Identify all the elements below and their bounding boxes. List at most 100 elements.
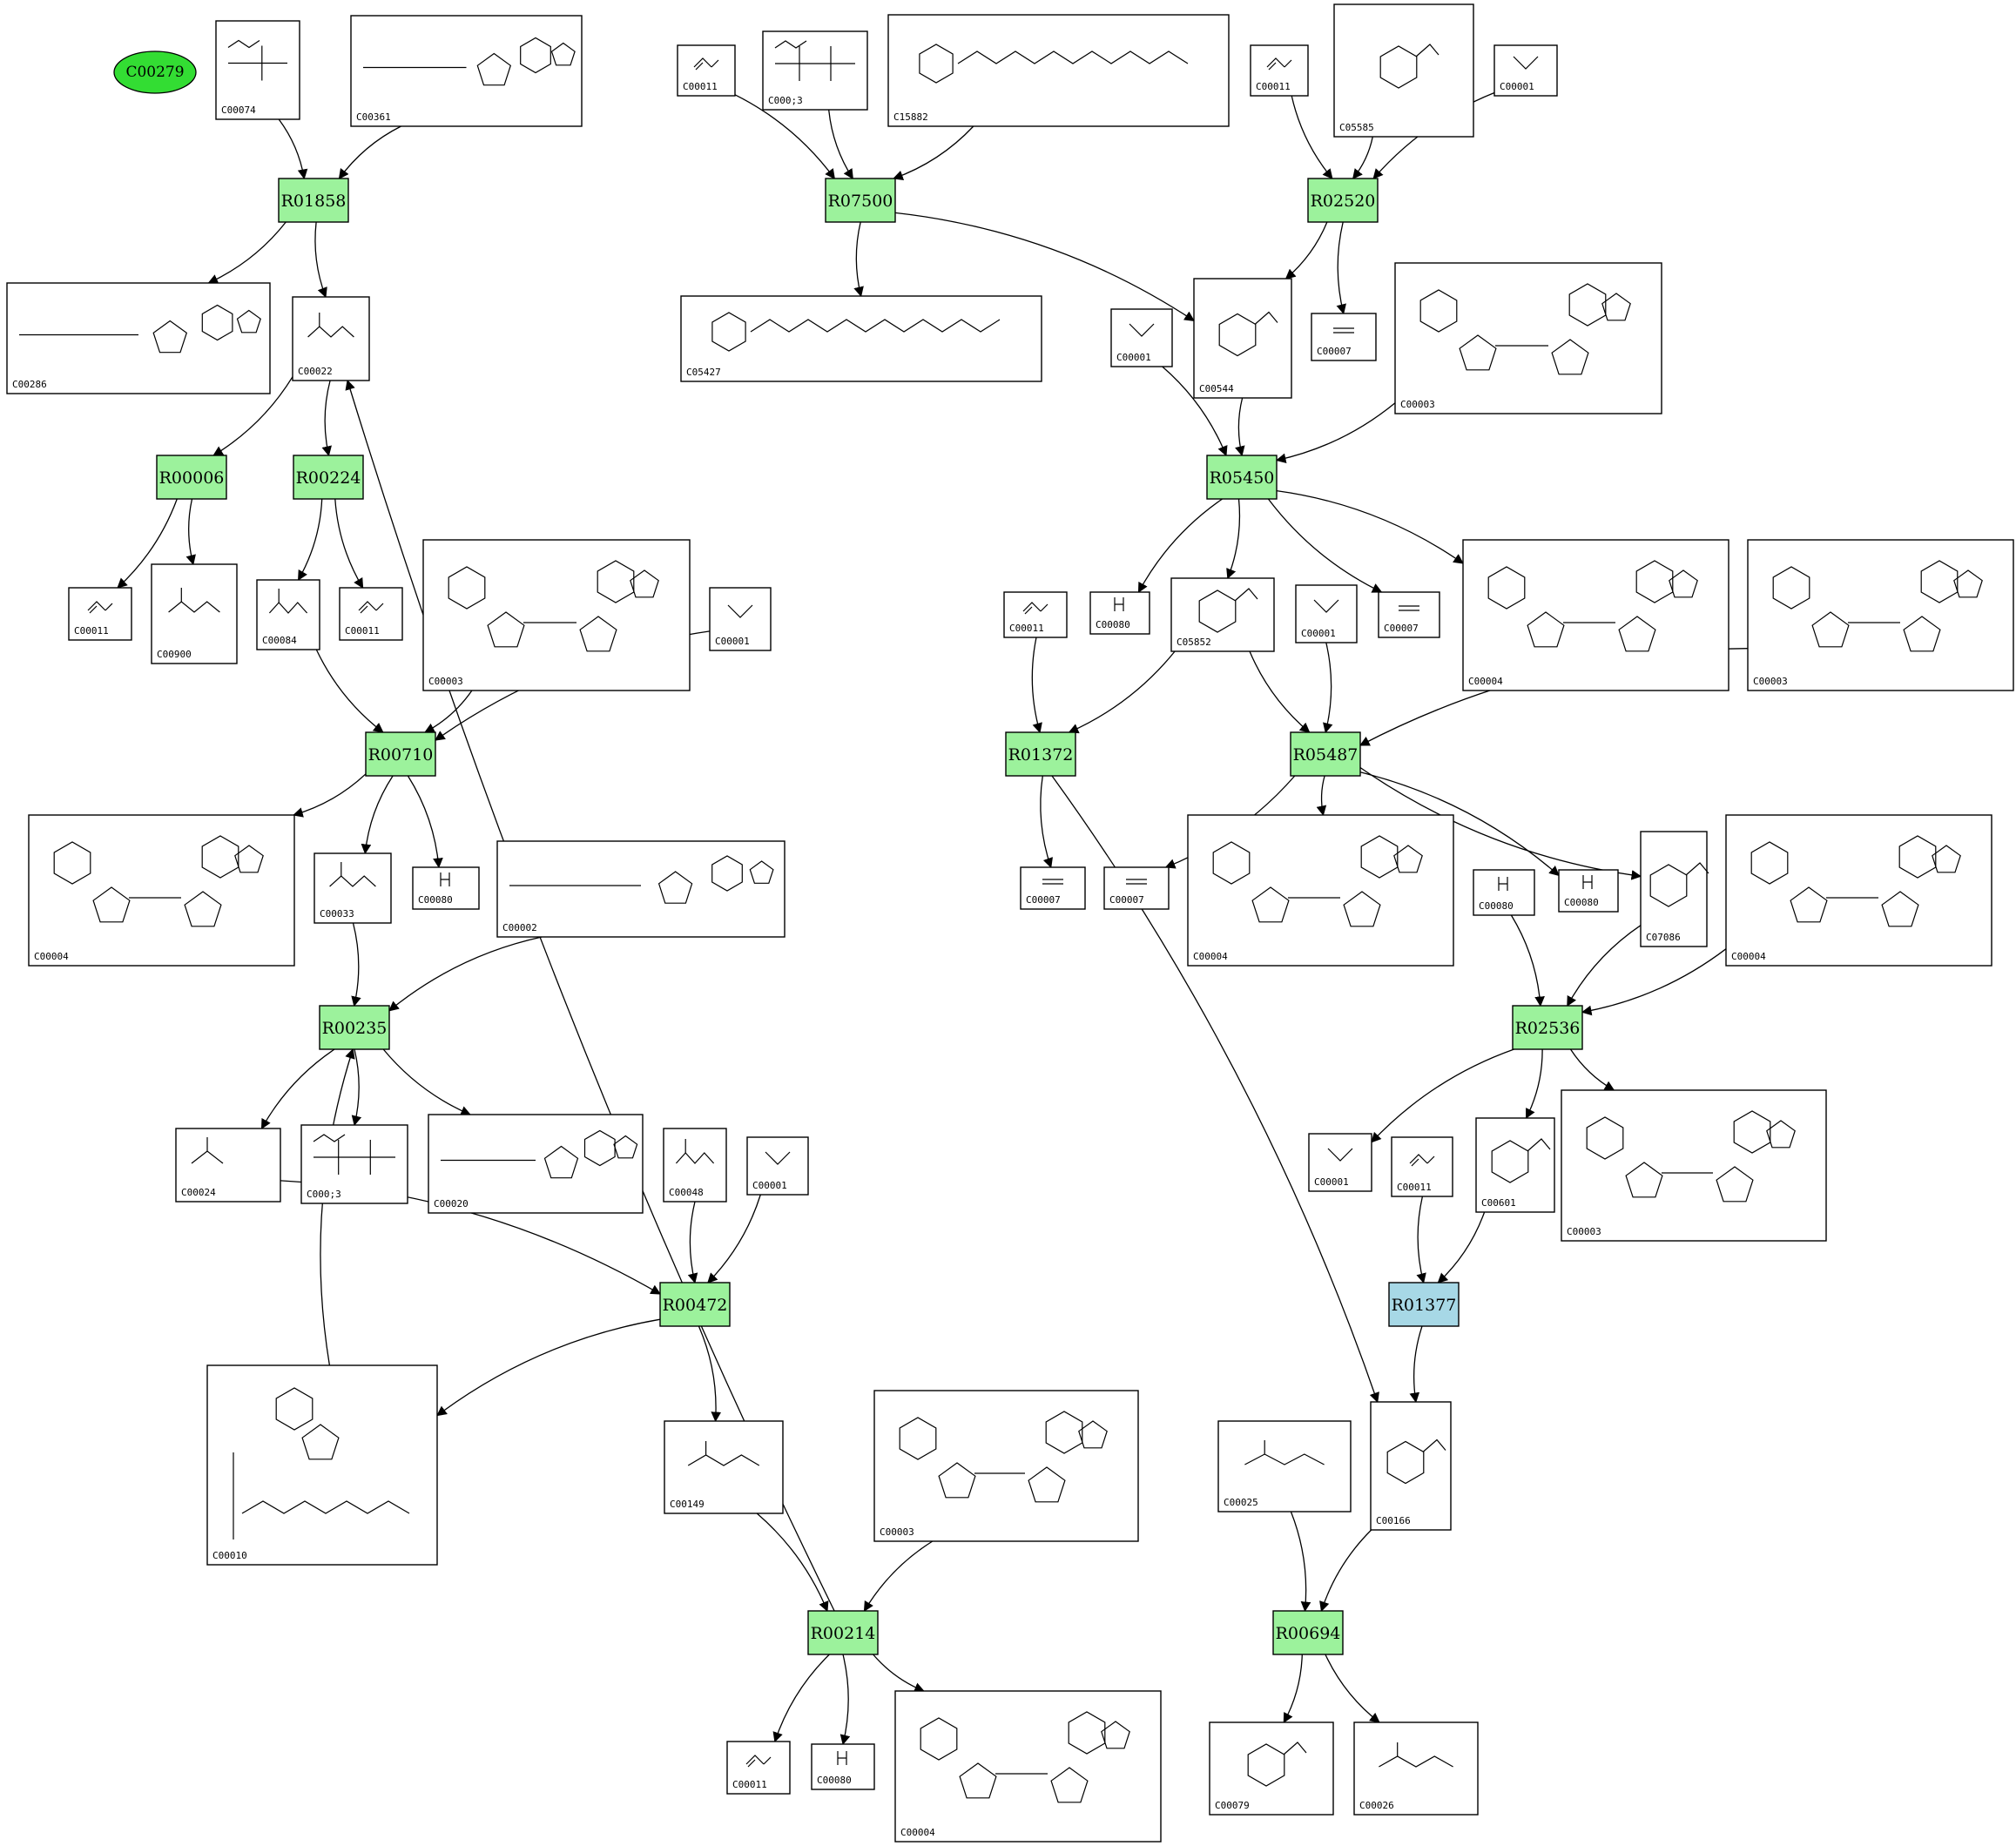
compound-c00004-e[interactable]: C00004 (894, 1690, 1162, 1843)
compound-c00013-b[interactable]: C000;3 (300, 1124, 408, 1204)
compound-c00013-a[interactable]: C000;3 (762, 30, 868, 111)
compound-c00079[interactable]: C00079 (1209, 1721, 1334, 1816)
compound-c00003-b[interactable]: C00003 (422, 539, 691, 691)
compound-c05852[interactable]: C05852 (1170, 577, 1275, 652)
compound-c00286[interactable]: C00286 (6, 282, 271, 394)
edge-c00003_b-to-R00710 (424, 690, 473, 733)
reaction-r02520[interactable]: R02520 (1307, 178, 1379, 223)
reaction-r00214[interactable]: R00214 (807, 1610, 879, 1655)
compound-box (1747, 539, 2014, 691)
edge-c00003_e-to-R00214 (863, 1540, 934, 1613)
compound-c00074[interactable]: C00074 (215, 20, 300, 120)
reaction-r00235[interactable]: R00235 (319, 1005, 390, 1050)
compound-c00007-a[interactable]: C00007 (1311, 313, 1377, 361)
compound-c00007-d[interactable]: C00007 (1103, 866, 1170, 910)
reaction-r05487[interactable]: R05487 (1290, 731, 1361, 777)
reaction-r00006[interactable]: R00006 (156, 455, 227, 500)
compound-c05427[interactable]: C05427 (680, 295, 1042, 382)
compound-c00004-c[interactable]: C00004 (1187, 814, 1454, 967)
reaction-r00710[interactable]: R00710 (365, 731, 436, 777)
compound-c00166[interactable]: C00166 (1370, 1401, 1452, 1531)
reaction-r01377[interactable]: R01377 (1388, 1282, 1460, 1327)
compound-c00025[interactable]: C00025 (1217, 1420, 1352, 1513)
nad-structure-icon (1750, 835, 1961, 927)
compound-c00361[interactable]: C00361 (350, 15, 583, 127)
edge-c05852-to-R05487 (1249, 650, 1311, 733)
compound-c00080-c[interactable]: C00080 (1473, 869, 1535, 916)
compound-c00022[interactable]: C00022 (292, 296, 370, 381)
compound-label: C00024 (181, 1187, 216, 1198)
compound-c00011-e[interactable]: C00011 (1003, 591, 1068, 638)
reaction-label: R01858 (281, 192, 347, 211)
compound-c00080-e[interactable]: C00080 (811, 1743, 875, 1790)
reaction-r00472[interactable]: R00472 (659, 1282, 731, 1327)
compound-c00001-d[interactable]: C00001 (1295, 584, 1358, 643)
proton-structure-icon (837, 1751, 847, 1765)
compound-c00011-c[interactable]: C00011 (68, 587, 132, 641)
compound-c00048[interactable]: C00048 (663, 1128, 727, 1203)
compound-c00002[interactable]: C00002 (496, 840, 785, 938)
compound-c00001-a[interactable]: C00001 (1493, 44, 1558, 97)
compound-c00026[interactable]: C00026 (1353, 1721, 1479, 1816)
edge-c00361-to-R01858 (338, 125, 401, 179)
compound-label: C00004 (1468, 676, 1503, 687)
compound-c00080-b[interactable]: C00080 (412, 866, 480, 910)
compound-label: C00026 (1359, 1800, 1394, 1811)
compound-c00084[interactable]: C00084 (256, 579, 320, 650)
nad-structure-icon (920, 1711, 1130, 1803)
compound-c00003-a[interactable]: C00003 (1394, 262, 1662, 414)
compound-c00080-d[interactable]: C00080 (1558, 869, 1619, 913)
compound-c00900[interactable]: C00900 (151, 563, 238, 664)
compound-c00007-b[interactable]: C00007 (1378, 591, 1440, 638)
compound-box (1209, 1721, 1334, 1816)
compound-c00601[interactable]: C00601 (1475, 1117, 1555, 1213)
compound-c00001-f[interactable]: C00001 (1308, 1133, 1372, 1192)
water-structure-icon (727, 604, 753, 618)
reaction-r01858[interactable]: R01858 (278, 178, 349, 223)
edge-R05450-to-c00004_a (1276, 489, 1464, 564)
reaction-r07500[interactable]: R07500 (825, 178, 896, 223)
edge-R00710-to-c00080_b (407, 775, 443, 869)
start-compound-label[interactable]: C00279 (125, 64, 185, 81)
start-compound-node[interactable] (113, 51, 197, 94)
compound-c00033[interactable]: C00033 (314, 852, 392, 924)
compound-c07086[interactable]: C07086 (1640, 831, 1709, 947)
compound-c00020[interactable]: C00020 (428, 1114, 644, 1214)
compound-c00011-f[interactable]: C00011 (1391, 1136, 1453, 1197)
compound-label: C00004 (1193, 951, 1228, 962)
compound-c00024[interactable]: C00024 (175, 1128, 281, 1203)
compound-c15882[interactable]: C15882 (887, 14, 1230, 127)
reaction-r00224[interactable]: R00224 (293, 455, 364, 500)
compound-label: C00011 (1256, 81, 1291, 92)
compound-c00011-b[interactable]: C00011 (1250, 44, 1309, 97)
compound-c00004-d[interactable]: C00004 (1725, 814, 1992, 967)
compound-box (1020, 866, 1086, 910)
reaction-label: R00214 (811, 1624, 876, 1643)
compound-box (1187, 814, 1454, 967)
reaction-r01372[interactable]: R01372 (1005, 731, 1076, 777)
compound-c00003-d[interactable]: C00003 (1561, 1089, 1827, 1242)
compound-c00004-b[interactable]: C00004 (28, 814, 295, 967)
compound-c00004-a[interactable]: C00004 (1462, 539, 1729, 691)
compound-c00011-a[interactable]: C00011 (677, 44, 736, 97)
compound-c00010[interactable]: C00010 (206, 1364, 438, 1566)
compound-c00003-e[interactable]: C00003 (873, 1390, 1139, 1542)
compound-c00001-b[interactable]: C00001 (1110, 308, 1173, 367)
compound-c00001-c[interactable]: C00001 (709, 587, 772, 651)
compound-c00149[interactable]: C00149 (664, 1420, 784, 1514)
o2-structure-icon (1333, 327, 1354, 333)
reaction-r02536[interactable]: R02536 (1512, 1005, 1583, 1050)
reaction-r00694[interactable]: R00694 (1272, 1610, 1344, 1655)
compound-c00007-c[interactable]: C00007 (1020, 866, 1086, 910)
compound-c00011-d[interactable]: C00011 (339, 587, 403, 641)
compound-c00001-e[interactable]: C00001 (746, 1136, 809, 1196)
compound-c00011-g[interactable]: C00011 (726, 1741, 791, 1795)
edge-c00001_b-to-R05450 (1162, 366, 1228, 457)
compound-c05585[interactable]: C05585 (1333, 3, 1474, 138)
compound-c00080-a[interactable]: C00080 (1089, 591, 1150, 635)
compound-c00003-c[interactable]: C00003 (1747, 539, 2014, 691)
compound-box (887, 14, 1230, 127)
reaction-r05450[interactable]: R05450 (1206, 455, 1278, 500)
compound-c00544[interactable]: C00544 (1193, 278, 1292, 399)
